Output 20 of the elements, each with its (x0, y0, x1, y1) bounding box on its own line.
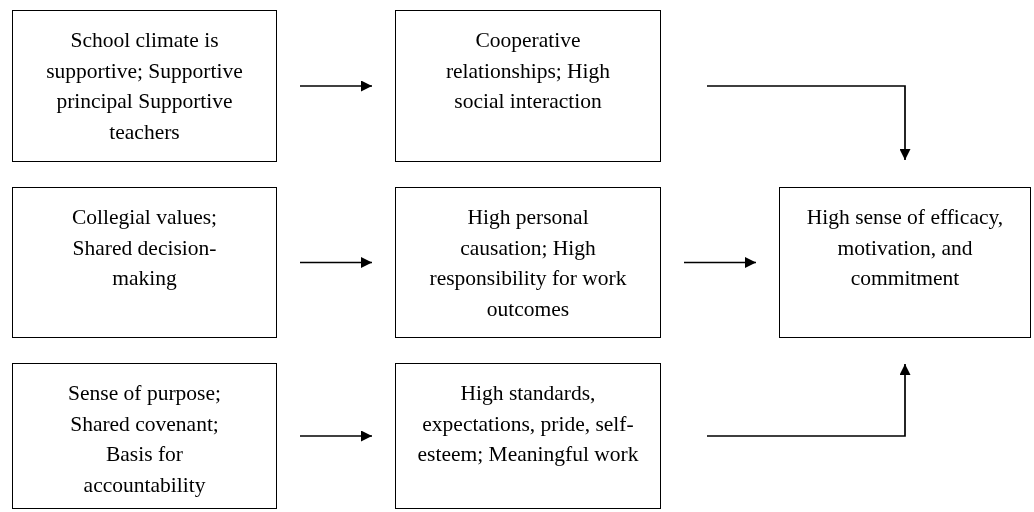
box-text: Collegial values; Shared decision-making (70, 204, 219, 292)
box-text: High personal causation; High responsibility for work outcomes (428, 204, 628, 323)
text-box (779, 187, 1031, 338)
box-text: Cooperative relationships; High social interaction (444, 27, 612, 115)
arrow (299, 430, 373, 442)
text-box (12, 363, 277, 509)
box-text: Sense of purpose; Shared covenant; Basis for accountability (67, 380, 222, 499)
box-text: High standards, expectations, pride, self-esteem; Meaningful work (416, 380, 640, 468)
text-box (395, 10, 661, 162)
text-box (12, 187, 277, 338)
arrow (299, 257, 373, 268)
arrow (706, 363, 911, 437)
text-box (395, 187, 661, 338)
box-text: School climate is supportive; Supportive principal Supportive teachers (45, 27, 244, 146)
arrow (299, 80, 373, 92)
arrow (683, 257, 757, 268)
text-box (12, 10, 277, 162)
box-text: High sense of efficacy, motivation, and commitment (805, 204, 1005, 292)
arrow (706, 85, 911, 161)
text-box (395, 363, 661, 509)
